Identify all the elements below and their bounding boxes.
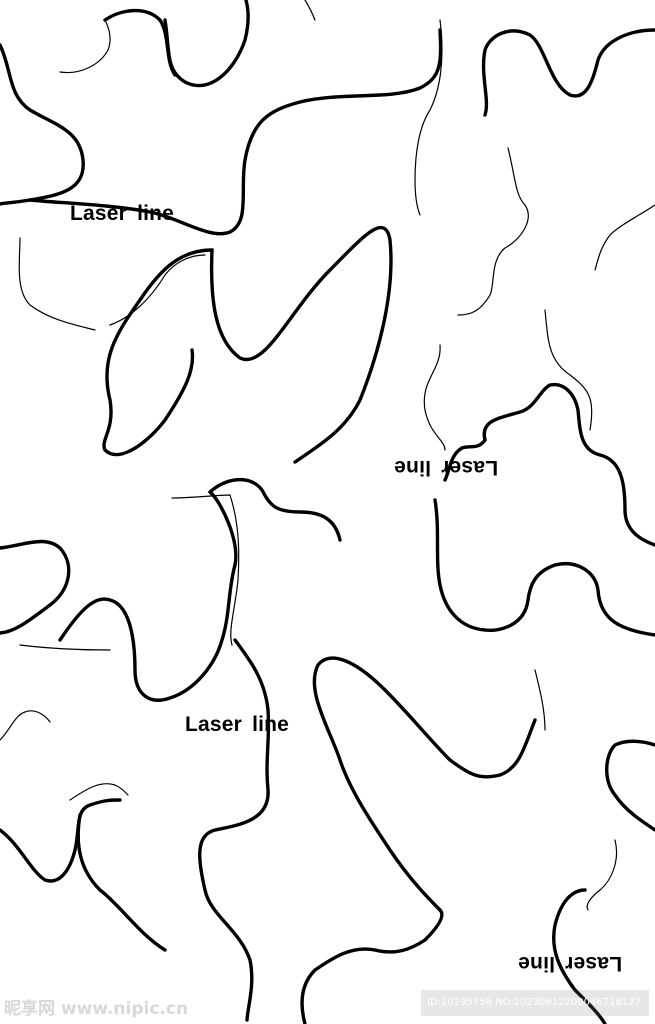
thick-line	[481, 28, 655, 117]
thin-line	[171, 494, 240, 646]
thick-line	[552, 888, 607, 1024]
thick-line	[76, 813, 167, 952]
laser-line-label-flipped: Laser line	[394, 456, 499, 479]
thin-line	[544, 309, 593, 431]
thin-line	[586, 839, 618, 911]
thick-line	[443, 438, 487, 482]
watermark-site: 昵享网 www.nipic.cn	[4, 999, 189, 1019]
thick-line	[605, 739, 655, 832]
thick-line	[209, 225, 393, 464]
thick-line	[300, 947, 377, 1024]
thick-line	[312, 656, 537, 912]
thin-line	[59, 19, 111, 74]
thick-line	[0, 539, 71, 635]
thin-line	[18, 237, 96, 331]
thick-line	[0, 43, 85, 206]
thin-line	[594, 204, 655, 271]
thick-line	[0, 798, 122, 883]
thick-line	[103, 8, 177, 77]
thick-line	[198, 638, 271, 1022]
watermark-id: ID:10195756 NO:20230612200046718127	[421, 990, 649, 1016]
thin-line	[457, 147, 529, 316]
thin-line	[304, 0, 316, 21]
thin-line	[0, 710, 51, 741]
thick-line	[482, 382, 655, 547]
thin-line	[109, 254, 206, 326]
thin-line	[69, 783, 129, 801]
thick-line	[208, 477, 342, 542]
thick-line	[163, 0, 250, 88]
thin-line	[19, 644, 111, 651]
thin-line	[534, 669, 546, 731]
thin-line	[414, 19, 443, 216]
thick-line	[433, 498, 655, 637]
thick-line	[58, 490, 238, 702]
laser-line-label-flipped: Laser line	[518, 952, 623, 975]
thin-line	[423, 344, 446, 451]
laser-line-label: Laser line	[185, 713, 290, 736]
thick-line	[373, 908, 444, 954]
laser-line-label: Laser line	[70, 202, 175, 225]
thick-line	[102, 248, 214, 457]
thick-line	[28, 28, 443, 236]
